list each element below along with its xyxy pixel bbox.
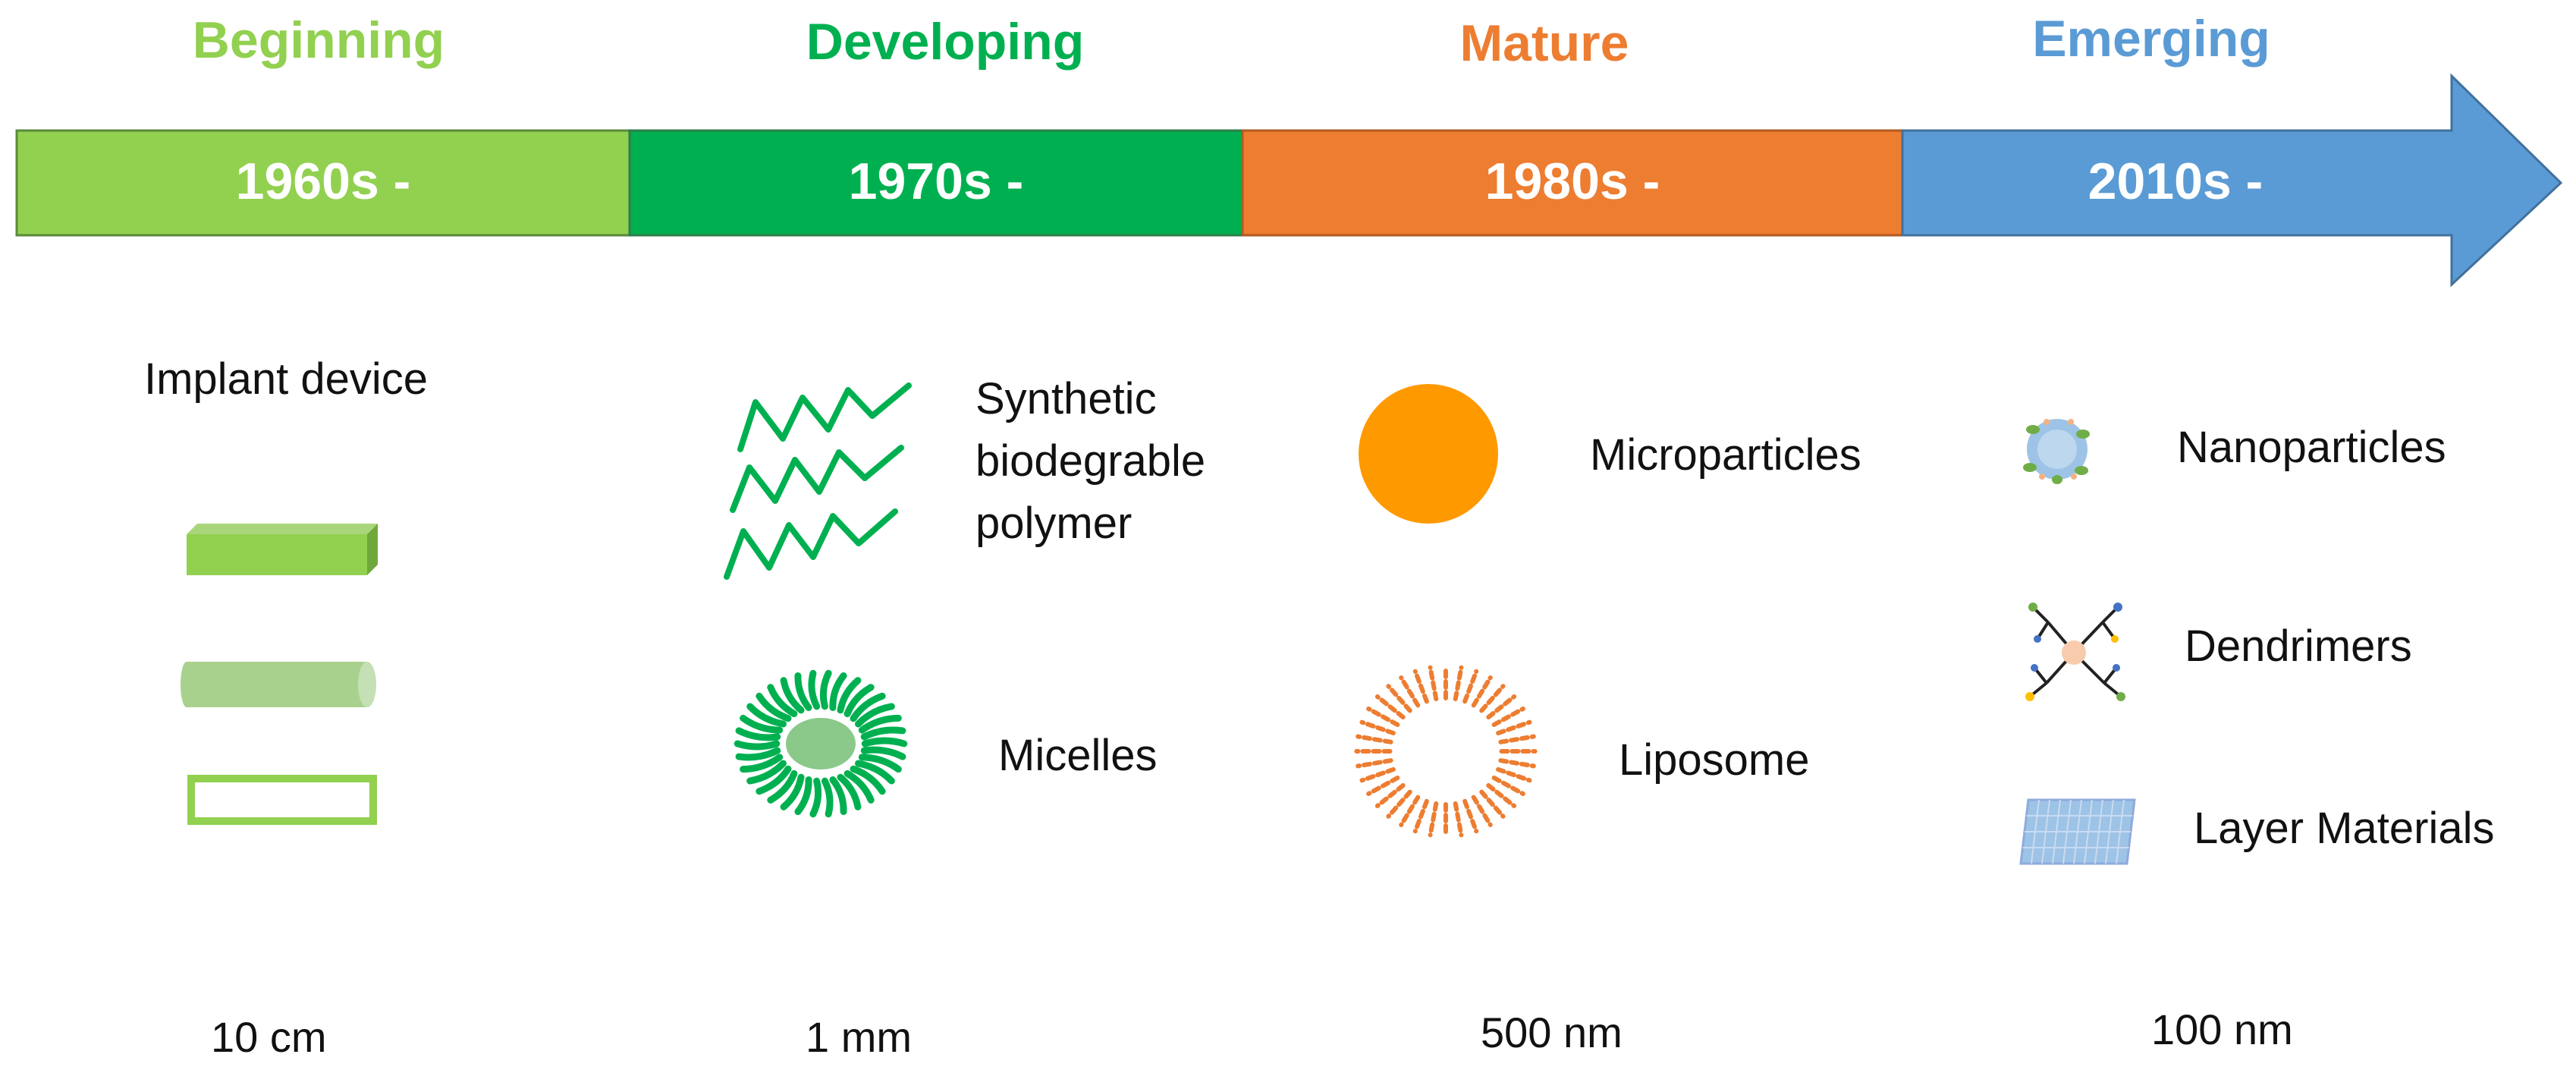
micelle-icon <box>734 669 908 818</box>
label-layer-materials: Layer Materials <box>2194 804 2495 853</box>
era-emerging: Emerging <box>2032 10 2270 68</box>
implant-cylinder-icon <box>181 662 376 707</box>
label-microparticles: Microparticles <box>1590 430 1861 480</box>
dendrimer-icon <box>2025 603 2125 701</box>
decade-2010s: 2010s - <box>2088 153 2263 210</box>
timeline-arrow-2010s <box>1901 73 2563 288</box>
scale-10cm: 10 cm <box>211 1013 327 1061</box>
era-developing: Developing <box>806 13 1085 71</box>
scale-1mm: 1 mm <box>806 1013 912 1061</box>
label-polymer-line2: biodegrable <box>975 436 1206 486</box>
polymer-chains-icon <box>724 382 912 580</box>
implant-frame-icon <box>187 775 377 825</box>
label-liposome: Liposome <box>1619 735 1810 785</box>
decade-1980s: 1980s - <box>1484 153 1660 210</box>
label-micelles: Micelles <box>998 731 1158 780</box>
timeline-segment-1980s <box>1241 129 1904 237</box>
label-polymer-line1: Synthetic <box>975 374 1157 423</box>
label-polymer-line3: polymer <box>975 499 1132 548</box>
label-nanoparticles: Nanoparticles <box>2177 423 2446 472</box>
label-dendrimers: Dendrimers <box>2185 622 2412 671</box>
era-mature: Mature <box>1459 14 1629 72</box>
timeline-segment-1970s <box>628 129 1244 237</box>
era-beginning: Beginning <box>192 11 445 69</box>
microparticle-icon <box>1359 384 1498 524</box>
decade-1970s: 1970s - <box>848 153 1024 210</box>
implant-bar-icon <box>187 524 378 575</box>
liposome-icon <box>1354 664 1538 839</box>
timeline-segment-1960s <box>15 129 631 237</box>
nanoparticle-icon <box>2023 419 2090 484</box>
scale-500nm: 500 nm <box>1481 1009 1623 1056</box>
label-implant-device: Implant device <box>144 354 428 404</box>
decade-1960s: 1960s - <box>235 153 411 210</box>
layer-materials-icon <box>2019 798 2136 865</box>
scale-100nm: 100 nm <box>2151 1005 2293 1053</box>
